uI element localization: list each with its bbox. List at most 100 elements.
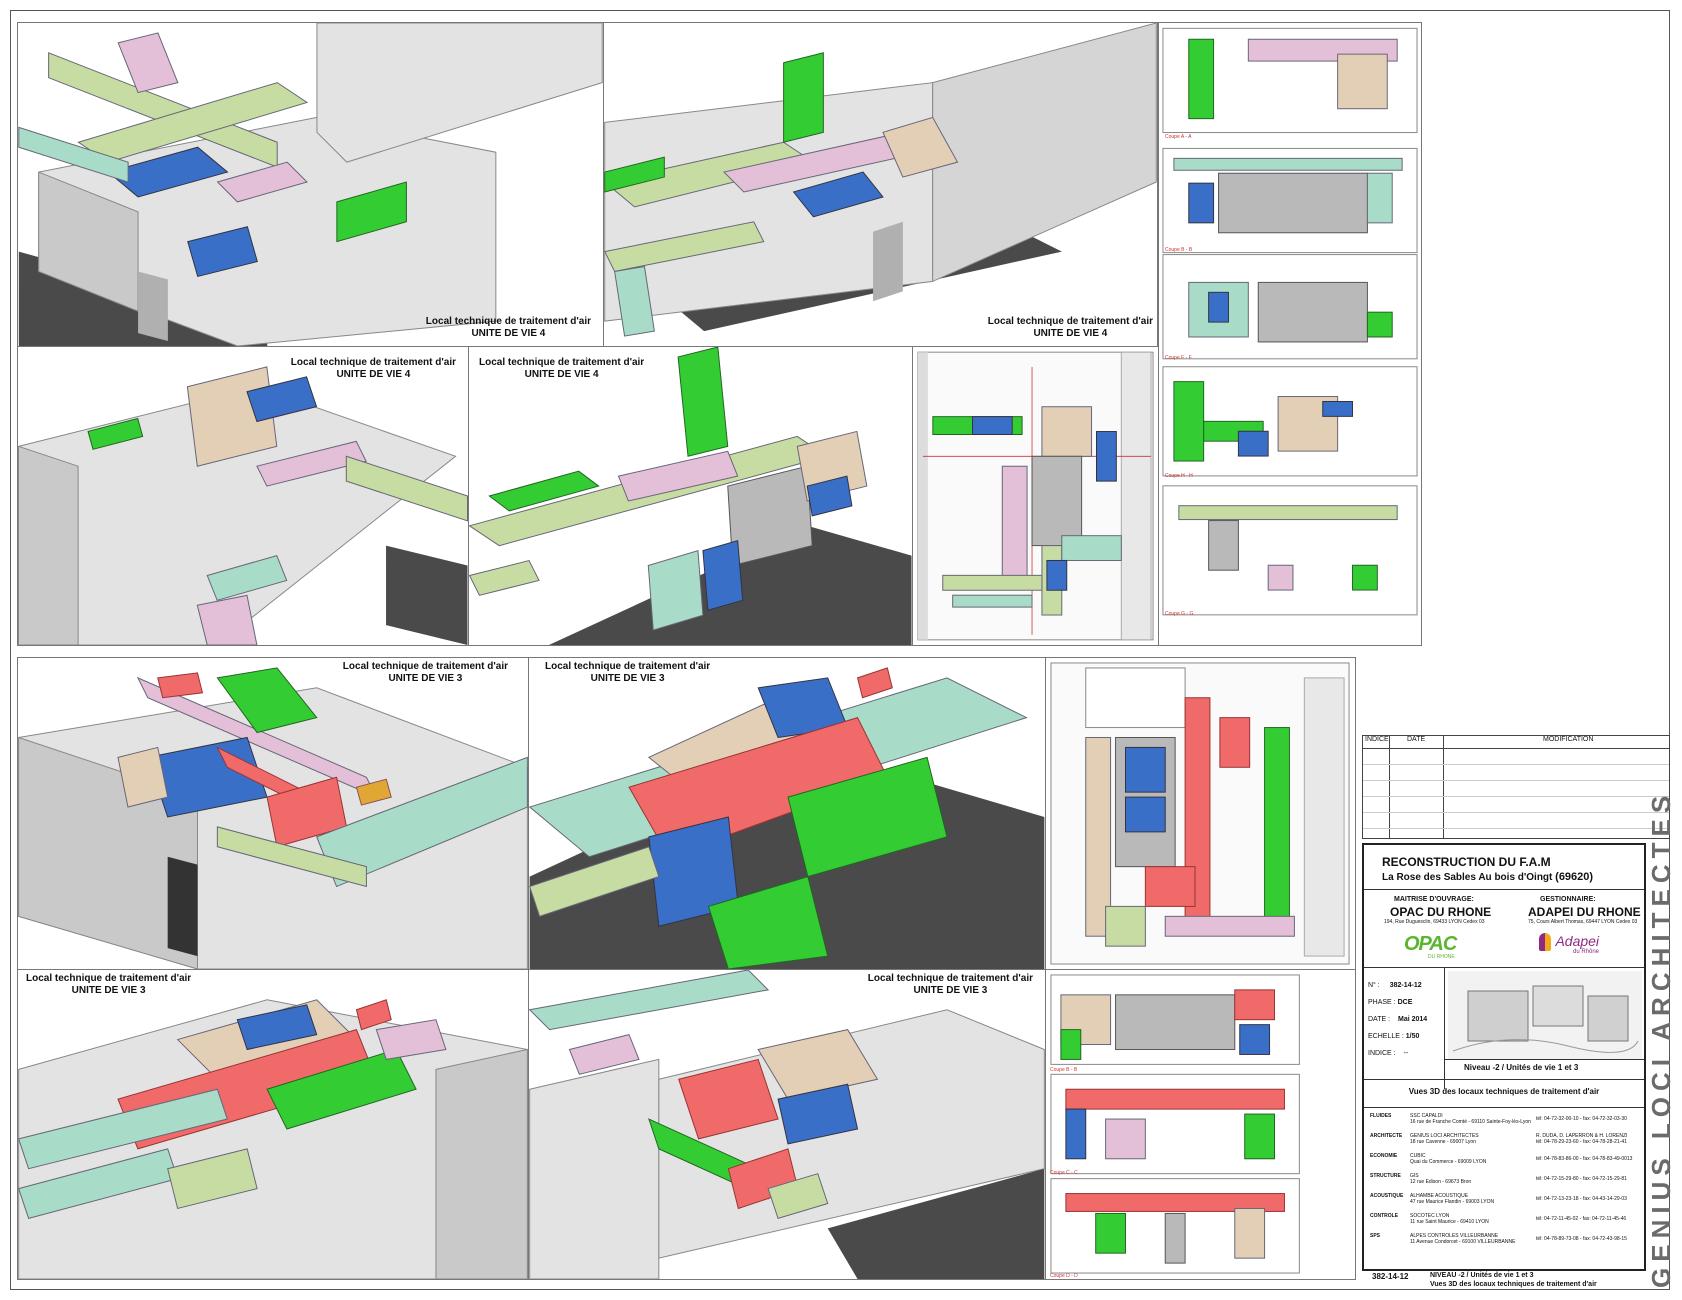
team-tel: tél: 04-72-11-45-02 - fax: 04-72-11-45-4… — [1536, 1216, 1627, 1222]
project-location-text: La Rose des Sables Au bois d'Oingt — [1382, 872, 1553, 883]
isometric-drawing — [18, 23, 603, 346]
index-value: -- — [1403, 1050, 1409, 1057]
team-firm: ALHAMBE ACOUSTIQUE — [1410, 1193, 1469, 1199]
view-caption: Local technique de traitement d'air UNIT… — [545, 661, 710, 685]
sections-column-bottom: Coupe B - B Coupe C - C Coupe D - D — [1045, 969, 1356, 1280]
team-row: ARCHITECTE GENIUS LOCI ARCHITECTES 18 ru… — [1370, 1133, 1640, 1153]
manager-logo-text: Adapei — [1555, 933, 1600, 949]
isometric-drawing — [18, 366, 468, 645]
info-phase: PHASE : DCE — [1368, 994, 1427, 1011]
section-label: Coupe A - A — [1165, 134, 1192, 140]
index-label: INDICE : — [1368, 1050, 1396, 1057]
view-caption: Local technique de traitement d'air UNIT… — [291, 357, 456, 381]
caption-line1: Local technique de traitement d'air — [26, 973, 192, 984]
team-firm: GENIUS LOCI ARCHITECTES — [1410, 1133, 1479, 1139]
caption-line1: Local technique de traitement d'air — [425, 316, 591, 327]
info-number: N° : 382-14-12 — [1368, 977, 1427, 994]
view-caption: Local technique de traitement d'air UNIT… — [868, 973, 1033, 997]
view-3d-unit3-d: Local technique de traitement d'air UNIT… — [528, 969, 1046, 1280]
caption-line2: UNITE DE VIE 3 — [913, 985, 988, 996]
phase-value: DCE — [1397, 999, 1413, 1006]
sections-drawing — [1162, 27, 1418, 616]
plan-drawing — [917, 351, 1154, 641]
caption-line2: UNITE DE VIE 4 — [524, 369, 599, 380]
team-address: 12 rue Edison - 69673 Bron — [1410, 1179, 1472, 1185]
team-row: ACOUSTIQUE ALHAMBE ACOUSTIQUE 47 rue Mau… — [1370, 1193, 1640, 1213]
owner-name: OPAC DU RHONE — [1390, 905, 1492, 919]
revision-table: INDICE DATE MODIFICATION — [1362, 735, 1670, 839]
team-tel: tél: 04-78-83-86-00 - fax: 04-78-83-49-0… — [1536, 1156, 1633, 1162]
team-role: ECONOMIE — [1370, 1153, 1398, 1159]
team-firm: CUBIC — [1410, 1153, 1426, 1159]
team-firm: GIS — [1410, 1173, 1419, 1179]
team-role: FLUIDES — [1370, 1113, 1392, 1119]
number-label: N° : — [1368, 982, 1380, 989]
info-fields: N° : 382-14-12 PHASE : DCE DATE : Mai 20… — [1368, 977, 1427, 1062]
team-row: SPS ALPES CONTROLES VILLEURBANNE 11 Aven… — [1370, 1233, 1640, 1253]
owner-address: 194, Rue Duguesclin, 69433 LYON Cedex 03 — [1384, 919, 1485, 925]
site-plan-thumbnail — [1448, 971, 1642, 1059]
info-scale: ECHELLE : 1/50 — [1368, 1028, 1427, 1045]
footer-number: 382-14-12 — [1372, 1272, 1409, 1281]
project-postcode: (69620) — [1555, 871, 1594, 883]
view-3d-unit4-c: Local technique de traitement d'air UNIT… — [17, 346, 469, 646]
revision-col-modification: MODIFICATION — [1543, 736, 1594, 743]
view-caption: Local technique de traitement d'air UNIT… — [479, 357, 644, 381]
section-label: Coupe C - C — [1050, 1170, 1078, 1176]
owner-logo-text: OPAC — [1404, 933, 1457, 955]
title-block: RECONSTRUCTION DU F.A.M La Rose des Sabl… — [1362, 843, 1646, 1271]
team-firm: SSC CAPALDI — [1410, 1113, 1443, 1119]
section-label: Coupe H - H — [1165, 473, 1193, 479]
caption-line2: UNITE DE VIE 4 — [336, 369, 411, 380]
caption-line1: Local technique de traitement d'air — [342, 661, 508, 672]
view-3d-unit4-d: Local technique de traitement d'air UNIT… — [468, 346, 913, 646]
caption-line2: UNITE DE VIE 4 — [471, 328, 546, 339]
isometric-drawing — [18, 999, 528, 1279]
info-date: DATE : Mai 2014 — [1368, 1011, 1427, 1028]
section-label: Coupe G - G — [1165, 611, 1194, 617]
team-row: STRUCTURE GIS 12 rue Edison - 69673 Bron… — [1370, 1173, 1640, 1193]
caption-line2: UNITE DE VIE 3 — [71, 985, 146, 996]
owner-label: MAITRISE D'OUVRAGE: — [1394, 896, 1474, 903]
caption-line1: Local technique de traitement d'air — [987, 316, 1153, 327]
isometric-drawing — [529, 667, 1045, 969]
revision-col-date: DATE — [1407, 736, 1426, 743]
plan-view-unit4 — [912, 346, 1159, 646]
phase-label: PHASE : — [1368, 999, 1396, 1006]
view-caption: Local technique de traitement d'air UNIT… — [26, 973, 191, 997]
isometric-drawing — [469, 347, 912, 645]
team-address: 18 rue Cavenne - 69007 Lyon — [1410, 1139, 1476, 1145]
manager-name: ADAPEI DU RHONE — [1528, 905, 1641, 919]
view-caption: Local technique de traitement d'air UNIT… — [343, 661, 508, 685]
footer-line1: NIVEAU -2 / Unités de vie 1 et 3 — [1430, 1272, 1534, 1279]
team-role: SPS — [1370, 1233, 1381, 1239]
section-label: Coupe B - B — [1050, 1067, 1078, 1073]
team-tel: tél: 04-78-89-73-08 - fax: 04-72-43-98-1… — [1536, 1236, 1627, 1242]
caption-line1: Local technique de traitement d'air — [290, 357, 456, 368]
team-contact: R. DUDA, D. LAPERRON & H. LORENZI — [1536, 1133, 1628, 1139]
scale-value: 1/50 — [1405, 1033, 1420, 1040]
view-3d-unit3-c: Local technique de traitement d'air UNIT… — [17, 969, 529, 1280]
owner-logo-sub: DU RHONE — [1428, 954, 1455, 960]
team-role: CONTROLE — [1370, 1213, 1399, 1219]
team-address: 11 Avenue Condorcet - 69100 VILLEURBANNE — [1410, 1239, 1516, 1245]
site-plan-drawing — [1452, 985, 1639, 1053]
view-3d-unit4-a: Local technique de traitement d'air UNIT… — [17, 22, 604, 347]
manager-label: GESTIONNAIRE: — [1540, 896, 1596, 903]
caption-line2: UNITE DE VIE 3 — [388, 673, 463, 684]
team-row: CONTROLE SOCOTEC LYON 11 rue Saint Mauri… — [1370, 1213, 1640, 1233]
caption-line1: Local technique de traitement d'air — [545, 661, 711, 672]
team-tel: tél: 04-72-13-23-18 - fax: 04-43-14-29-0… — [1536, 1196, 1627, 1202]
info-index: INDICE : -- — [1368, 1045, 1427, 1062]
caption-line2: UNITE DE VIE 4 — [1033, 328, 1108, 339]
view-3d-unit3-a: Local technique de traitement d'air UNIT… — [17, 657, 529, 970]
team-row: FLUIDES SSC CAPALDI 16 rue de Franche Co… — [1370, 1113, 1640, 1133]
architect-vertical-name: GENIUS LOCI ARCHITECTES — [1646, 789, 1676, 1288]
footer-line2: Vues 3D des locaux techniques de traitem… — [1430, 1281, 1597, 1288]
section-label: Coupe F - F — [1165, 355, 1192, 361]
team-role: ARCHITECTE — [1370, 1133, 1403, 1139]
team-address: 47 rue Maurice Flandin - 69003 LYON — [1410, 1199, 1495, 1205]
view-3d-unit4-b: Local technique de traitement d'air UNIT… — [603, 22, 1158, 347]
team-list: FLUIDES SSC CAPALDI 16 rue de Franche Co… — [1370, 1113, 1640, 1253]
sections-column-top: Coupe A - A Coupe B - B Coupe F - F Coup… — [1158, 22, 1422, 646]
